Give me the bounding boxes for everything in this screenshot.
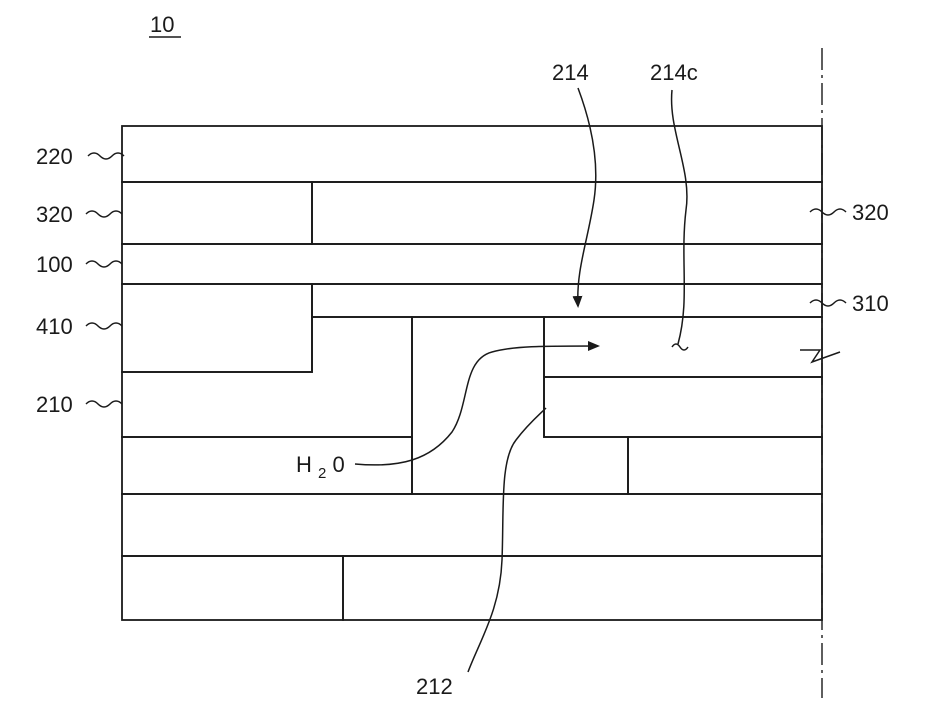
- block-lower-right: [628, 437, 822, 494]
- channel-214-interior: [544, 317, 822, 377]
- layer-310: [312, 284, 822, 317]
- leader-320-right: [810, 209, 846, 215]
- moisture-flow-arrow: [355, 346, 598, 465]
- leader-214c: [672, 90, 687, 344]
- layer-220: [122, 126, 822, 182]
- label-214c: 214c: [650, 60, 698, 85]
- label-410: 410: [36, 314, 73, 339]
- layer-100: [122, 244, 822, 284]
- bottom-layer-2-left: [122, 556, 343, 620]
- label-214: 214: [552, 60, 589, 85]
- leader-220: [88, 153, 124, 159]
- figure-number: 10: [150, 12, 174, 37]
- label-320-right: 320: [852, 200, 889, 225]
- label-moisture: H 2 0: [296, 452, 345, 483]
- label-320-left: 320: [36, 202, 73, 227]
- leader-410: [86, 323, 122, 329]
- label-220: 220: [36, 144, 73, 169]
- leader-212: [468, 408, 546, 672]
- leader-310: [810, 300, 846, 306]
- channel-tilde: [672, 344, 688, 350]
- block-410: [122, 284, 312, 372]
- leader-214: [578, 88, 596, 306]
- bottom-layer-1: [122, 494, 822, 556]
- channel-space: [412, 317, 628, 494]
- layer-210-left: [122, 317, 412, 437]
- label-210: 210: [36, 392, 73, 417]
- leader-320-left: [86, 211, 122, 217]
- leader-100: [86, 261, 122, 267]
- layer-320-left: [122, 182, 312, 244]
- label-310: 310: [852, 291, 889, 316]
- layer-320-right: [312, 182, 822, 244]
- label-moisture-subscript: 2: [318, 465, 326, 482]
- leader-210: [86, 401, 122, 407]
- label-moisture-prefix: H: [296, 452, 312, 477]
- layer-210-right: [544, 377, 822, 437]
- label-moisture-suffix: 0: [332, 452, 344, 477]
- break-symbol: [800, 350, 840, 362]
- label-212: 212: [416, 674, 453, 699]
- label-100: 100: [36, 252, 73, 277]
- bottom-layer-2-right: [343, 556, 822, 620]
